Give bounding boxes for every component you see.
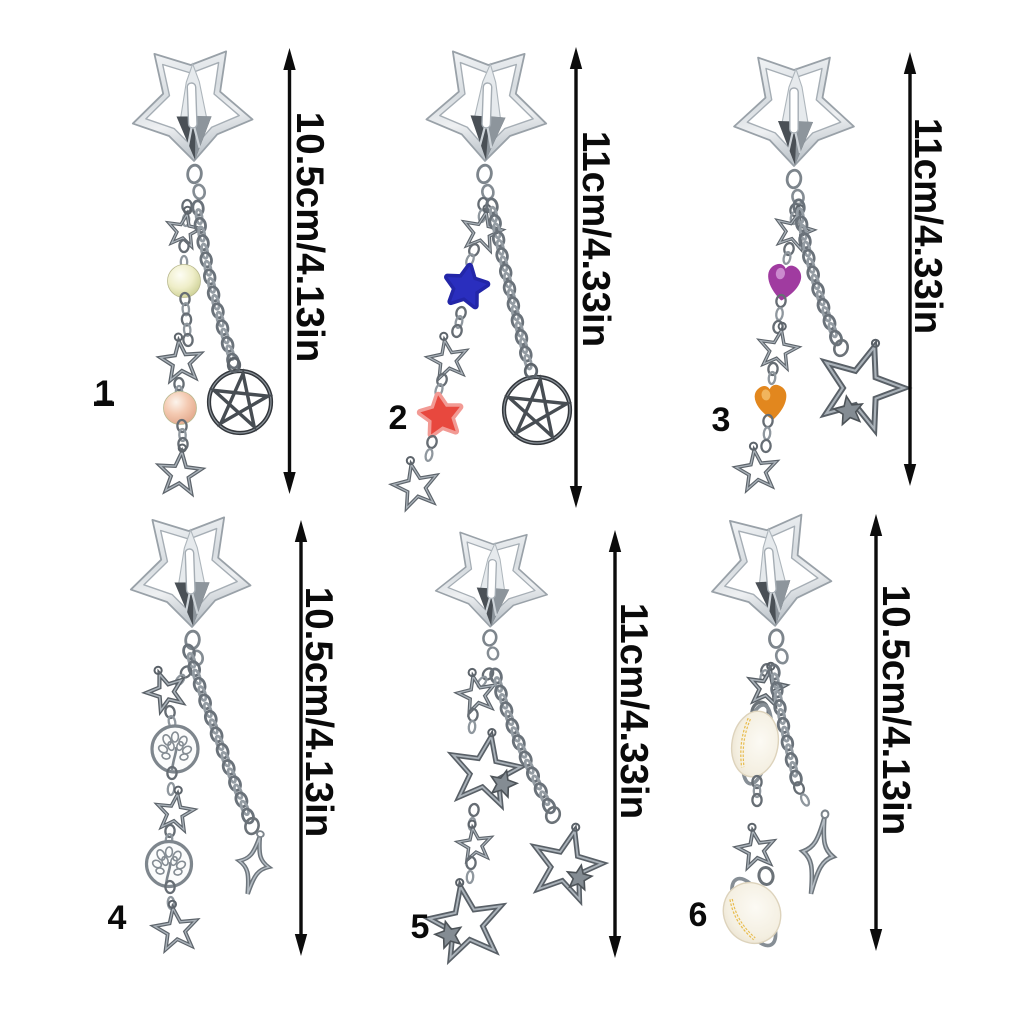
svg-text:3: 3 xyxy=(712,401,731,439)
svg-text:10.5cm/4.13in: 10.5cm/4.13in xyxy=(288,112,331,362)
svg-text:2: 2 xyxy=(389,399,408,437)
svg-text:11cm/4.33in: 11cm/4.33in xyxy=(574,131,617,347)
svg-text:10.5cm/4.13in: 10.5cm/4.13in xyxy=(874,585,917,835)
svg-text:10.5cm/4.13in: 10.5cm/4.13in xyxy=(297,587,340,837)
svg-text:11cm/4.33in: 11cm/4.33in xyxy=(906,118,949,334)
svg-text:11cm/4.33in: 11cm/4.33in xyxy=(612,603,655,819)
svg-text:6: 6 xyxy=(689,896,708,934)
svg-text:1: 1 xyxy=(95,374,114,412)
svg-text:4: 4 xyxy=(108,899,127,937)
svg-text:5: 5 xyxy=(411,908,430,946)
